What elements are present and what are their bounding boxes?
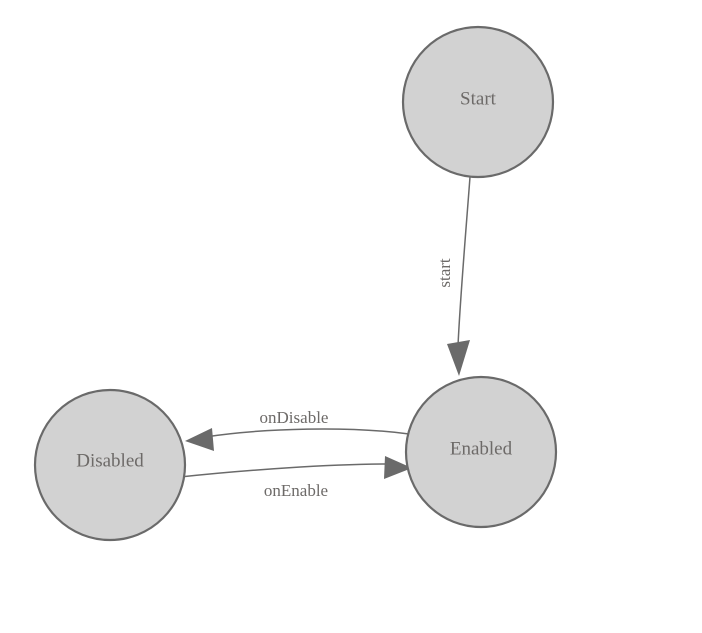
node-enabled-circle [404, 375, 558, 529]
edge-label-ondisable: onDisable [260, 408, 329, 427]
node-start[interactable]: Start [401, 25, 555, 179]
edge-disabled-to-enabled-path [179, 463, 393, 478]
edge-start-to-enabled-path [457, 176, 471, 347]
node-start-circle [401, 25, 555, 179]
edge-label-onenable: onEnable [264, 481, 328, 500]
edge-label-start: start [435, 258, 454, 288]
edge-enabled-to-disabled[interactable]: onDisable [185, 408, 410, 451]
node-start-label: Start [460, 88, 497, 109]
edge-start-to-enabled[interactable]: start [435, 176, 471, 376]
node-disabled[interactable]: Disabled [33, 388, 187, 542]
edge-enabled-to-disabled-arrowhead [185, 428, 214, 451]
edge-disabled-to-enabled-arrowhead [384, 456, 412, 479]
edge-enabled-to-disabled-path [204, 428, 410, 438]
node-enabled[interactable]: Enabled [404, 375, 558, 529]
edge-disabled-to-enabled[interactable]: onEnable [179, 456, 412, 500]
edge-start-to-enabled-arrowhead [447, 340, 470, 376]
node-disabled-circle [33, 388, 187, 542]
node-enabled-label: Enabled [450, 438, 513, 459]
node-disabled-label: Disabled [76, 450, 144, 471]
